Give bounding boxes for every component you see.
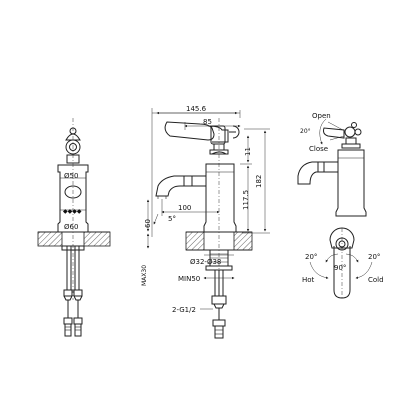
label-thread: 2-G1/2: [172, 306, 196, 314]
label-182: 182: [255, 175, 263, 188]
label-20-deg: 20°: [300, 128, 311, 135]
counter-slab-right: [83, 231, 111, 247]
label-d32-d38: Ø32-Ø38: [190, 258, 221, 266]
label-open: Open: [312, 112, 331, 120]
label-cold: Cold: [368, 276, 384, 284]
label-145-6: 145.6: [186, 105, 207, 113]
label-max30: MAX30: [141, 265, 148, 286]
counter-slab-left: [37, 231, 63, 247]
label-d50: Ø50: [64, 172, 78, 180]
hot-cold-view: 20° 20° 90° Hot Cold: [302, 227, 384, 300]
label-5-deg: 5°: [168, 215, 176, 223]
brand-logo-icon: ◆◆◆◆: [63, 208, 82, 215]
label-100: 100: [178, 204, 191, 212]
front-view: Ø50 ◆◆◆◆ Ø60: [37, 118, 111, 337]
label-20-deg-cold: 20°: [368, 253, 380, 261]
label-11: 11: [244, 147, 252, 156]
label-min50: MIN50: [178, 275, 200, 283]
label-20-deg-hot: 20°: [305, 253, 317, 261]
svg-text:◆◆◆◆: ◆◆◆◆: [63, 208, 82, 215]
label-117-5: 117.5: [242, 190, 250, 210]
label-hot: Hot: [302, 276, 315, 284]
label-d60: Ø60: [64, 223, 78, 231]
label-60: 60: [144, 219, 152, 228]
label-85: 85: [203, 118, 212, 126]
open-close-view: Open Close 20°: [297, 112, 367, 217]
label-close: Close: [309, 145, 328, 153]
label-90-deg: 90°: [334, 264, 346, 272]
side-view: 145.6 85 11 182 117.5 100: [141, 105, 270, 339]
